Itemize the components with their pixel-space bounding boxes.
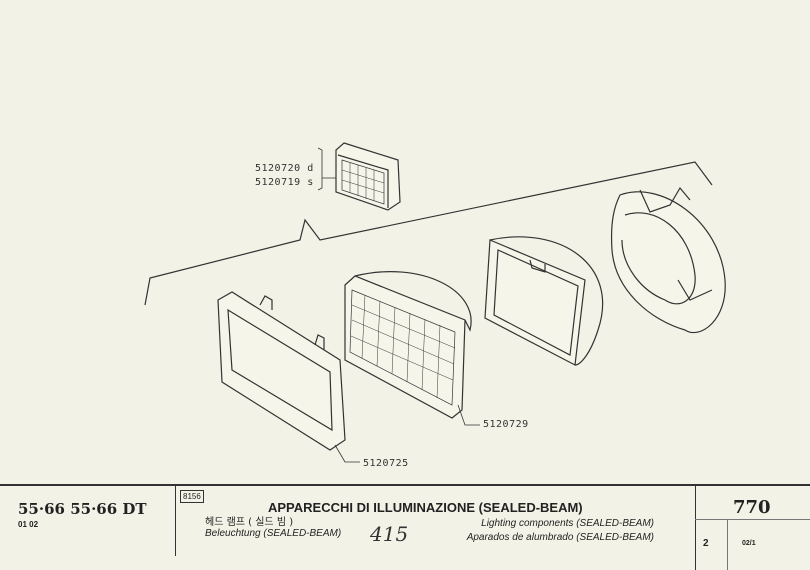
- footer-divider: [175, 486, 176, 556]
- exploded-headlamp-diagram: [144, 142, 726, 463]
- title-spanish: Aparados de alumbrado (SEALED-BEAM): [466, 532, 654, 543]
- part-number: 5120719: [255, 177, 301, 188]
- sheet-number: 2: [703, 538, 709, 549]
- title-german: Beleuchtung (SEALED-BEAM): [205, 528, 342, 539]
- leader-line-5120725: [334, 444, 360, 463]
- title-english: Lighting components (SEALED-BEAM): [481, 518, 654, 529]
- footer-divider: [695, 486, 696, 570]
- model-codes: 01 02: [18, 520, 39, 529]
- title-korean: 헤드 램프 ( 실드 빔 ): [205, 517, 294, 528]
- section-divider-line: [144, 161, 713, 306]
- part-label-5120729: 5120729: [483, 419, 529, 430]
- part-label-5120720: 5120720 d: [255, 163, 314, 174]
- leader-line-small-lamp: [317, 147, 336, 191]
- footer-divider: [695, 519, 810, 520]
- part-side: d: [307, 163, 314, 174]
- part-number: 5120720: [255, 163, 301, 174]
- part-label-5120725: 5120725: [363, 458, 409, 469]
- footer-divider: [727, 520, 728, 570]
- title-italian: APPARECCHI DI ILLUMINAZIONE (SEALED-BEAM…: [268, 500, 583, 515]
- part-label-5120719: 5120719 s: [255, 177, 314, 188]
- handwritten-note: 415: [370, 522, 409, 546]
- footer-rule: [0, 484, 810, 486]
- small-sealed-beam-lamp: [335, 142, 401, 211]
- headlamp-shroud: [484, 236, 604, 366]
- headlamp-bezel: [217, 291, 346, 451]
- sealed-beam-lamp: [344, 271, 472, 419]
- leader-line-5120729: [457, 404, 480, 426]
- revision-code: 02/1: [742, 540, 756, 547]
- headlamp-housing: [610, 186, 726, 334]
- page-number: 770: [733, 497, 771, 518]
- part-side: s: [307, 177, 314, 188]
- model-names: 55·66 55·66 DT: [18, 500, 147, 518]
- group-code: 8156: [180, 490, 204, 503]
